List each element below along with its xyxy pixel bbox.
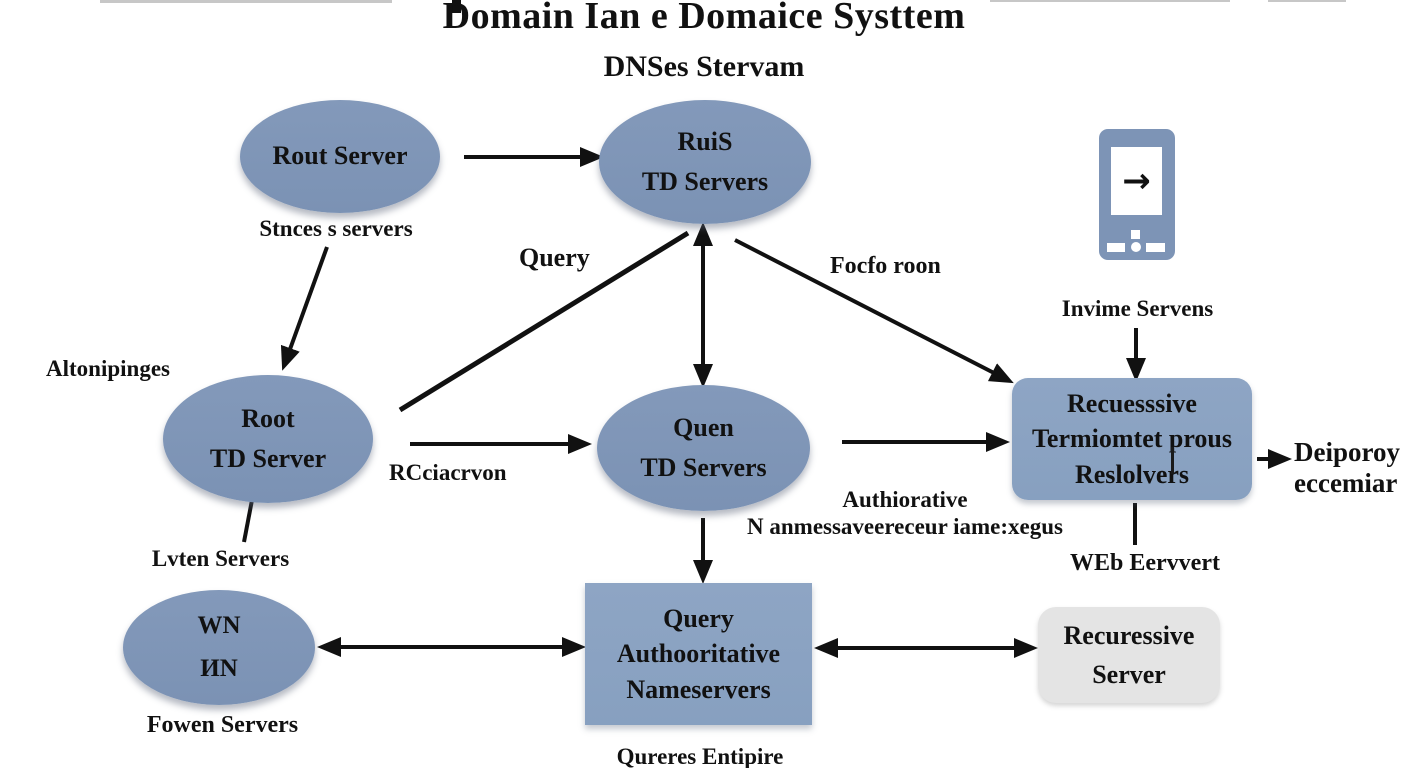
caption-invime-servens: Invime Servens (1061, 296, 1214, 321)
phone-button-dot (1131, 242, 1141, 252)
phone-button-bar (1107, 243, 1125, 252)
caption-web-server: WEb Eervvert (1070, 550, 1220, 576)
caption-fowen-servers: Fowen Servers (146, 712, 299, 738)
right-arrow-icon: → (1122, 161, 1151, 201)
node-quen-td-servers: Quen TD Servers (597, 385, 810, 511)
caption-altonipinges: Altonipinges (46, 356, 170, 381)
node-label: TD Server (209, 444, 327, 473)
node-label: Nameservers (626, 674, 771, 704)
node-rius-td-servers: RuiS TD Servers (599, 100, 811, 224)
node-wn-nn: WN ИN (123, 590, 315, 705)
cursor-artifact (1171, 447, 1174, 474)
caption-line: eccemiar (1294, 468, 1398, 499)
top-edge-artifact (1268, 0, 1346, 2)
node-label: RuiS (677, 126, 733, 156)
node-label: Query (663, 604, 734, 634)
node-rout-server: Rout Server (240, 100, 440, 213)
node-label: Reslolvers (1074, 459, 1190, 489)
caption-stnces-servers: Stnces s servers (259, 216, 413, 241)
node-label: ИN (200, 654, 238, 682)
node-query-authoritative-nameservers: Query Authooritative Nameservers (585, 583, 812, 725)
node-label: Server (1092, 660, 1166, 689)
phone-icon: → (1099, 129, 1175, 260)
caption-qureres-entipire: Qureres Entipire (616, 744, 784, 768)
phone-button-square (1131, 230, 1140, 239)
node-label: Rout Server (272, 141, 408, 171)
node-label: TD Servers (640, 453, 767, 482)
page-subtitle: DNSes Stervam (603, 50, 805, 83)
top-edge-artifact (452, 0, 461, 13)
line-root-td-to-lvten (242, 499, 254, 543)
node-recursive-server: Recuressive Server (1038, 607, 1220, 703)
phone-button-bar (1146, 243, 1165, 252)
edge-label-focfo-roon: Focfo roon (830, 253, 941, 279)
caption-line: Authiorative (842, 487, 968, 512)
top-edge-artifact (100, 0, 392, 3)
edge-label-rcciacrvon: RCciacrvon (389, 460, 507, 485)
caption-deiporoy: Deiporoy eccemiar (1294, 437, 1400, 499)
node-label: Recuressive (1063, 621, 1195, 650)
node-recursive-resolvers: Recuesssive Termiomtet prous Reslolvers (1012, 378, 1252, 500)
edge-label-query: Query (519, 243, 590, 272)
caption-line: N anmessaveereceur iame:xegus (747, 514, 1063, 540)
node-label: Recuesssive (1067, 389, 1197, 419)
top-edge-artifact (990, 0, 1230, 2)
node-label: WN (197, 612, 241, 639)
node-label: Termiomtet prous (1031, 424, 1233, 454)
caption-line: Deiporoy (1294, 437, 1400, 467)
node-label: TD Servers (641, 167, 769, 196)
caption-lvten-servers: Lvten Servers (151, 546, 290, 571)
arrow-stnces-to-root-td (280, 246, 329, 371)
caption-authiorative: Authiorative N anmessaveereceur iame:xeg… (710, 486, 1100, 540)
phone-screen: → (1111, 147, 1162, 215)
node-root-td-server: Root TD Server (163, 375, 373, 503)
node-label: Authooritative (616, 639, 781, 669)
page-title: Domain Ian e Domaice Systtem (442, 0, 966, 37)
node-label: Root (241, 403, 295, 433)
node-label: Quen (673, 412, 734, 442)
